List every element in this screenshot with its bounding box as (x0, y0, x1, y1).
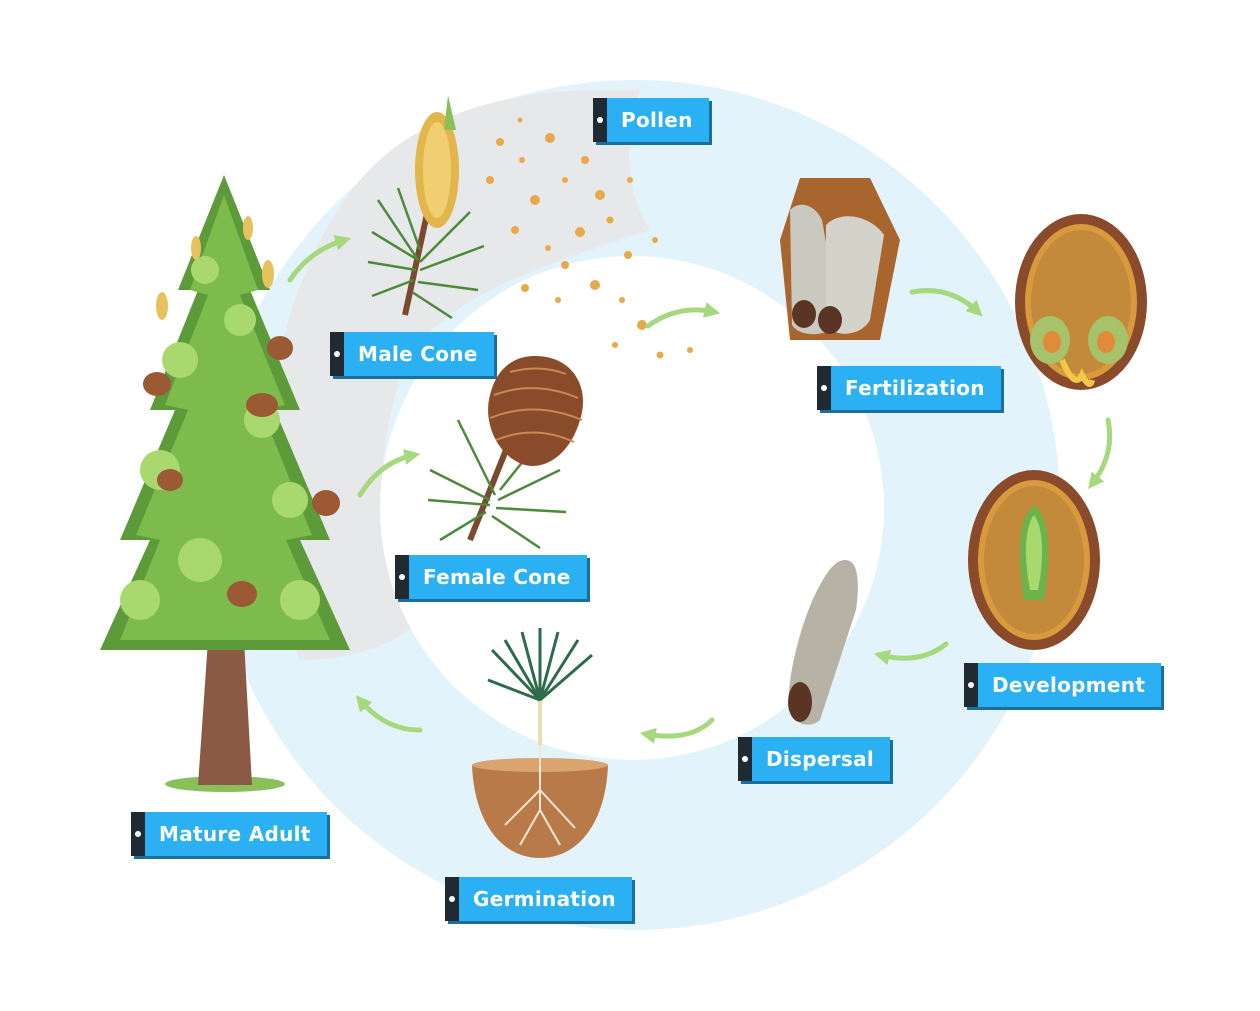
germination-seedling-illustration (472, 628, 608, 858)
mature-tree-illustration (100, 175, 350, 792)
female-cone-label: Female Cone (395, 555, 587, 599)
label-cap (445, 877, 459, 921)
cycle-arrows (287, 234, 1113, 744)
germination-label: Germination (445, 877, 632, 921)
arrow-germination-to-mature (355, 695, 423, 733)
development-cell-illustration (968, 470, 1100, 650)
fertilization-seed-illustration (780, 178, 900, 340)
arrow-fertilization-to-development (1088, 417, 1113, 490)
arrow-dispersal-to-germination (639, 717, 715, 744)
arrow-tree-to-female-cone (357, 449, 421, 498)
dispersal-label: Dispersal (738, 737, 891, 781)
label-cap (738, 737, 752, 781)
label-cap (330, 332, 344, 376)
pollen-label: Pollen (593, 98, 709, 142)
pollen-grains (486, 117, 693, 359)
arrow-tree-to-male-cone (287, 234, 352, 283)
arrow-development-to-dispersal (873, 641, 949, 666)
label-cap (964, 663, 978, 707)
label-cap (131, 812, 145, 856)
label-cap (593, 98, 607, 142)
development-label: Development (964, 663, 1162, 707)
label-cap (817, 366, 831, 410)
mature-adult-label: Mature Adult (131, 812, 327, 856)
label-cap (395, 555, 409, 599)
fertilization-label: Fertilization (817, 366, 1001, 410)
arrow-pollen-to-fertilization (645, 302, 721, 329)
arrow-seed-to-cell (909, 288, 983, 317)
female-cone-illustration (427, 356, 583, 550)
fertilization-cell-illustration (1015, 214, 1147, 390)
male-cone-label: Male Cone (330, 332, 494, 376)
male-cone-illustration (367, 95, 485, 320)
dispersal-seed-illustration (788, 560, 858, 725)
